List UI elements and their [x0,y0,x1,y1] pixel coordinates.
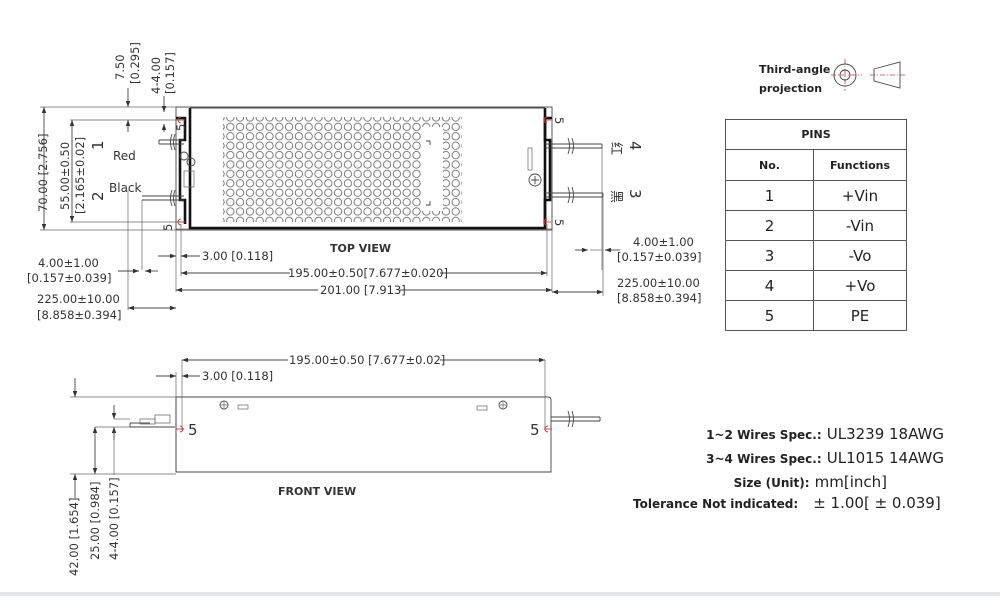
front-dim-hole: 4-4.00 [0.157] [107,477,121,560]
pin-function: -Vin [813,210,907,241]
table-row: 5 PE [725,300,907,331]
screw-icon-right [498,400,508,410]
pin-no: 2 [725,210,814,241]
pin-no: 1 [725,180,814,211]
spec-wires-12: 1~2 Wires Spec.: UL3239 18AWG [706,424,944,448]
dim-strip-right: 4.00±1.00 [633,235,694,249]
front-dim-edge-offset: 3.00 [0.118] [202,369,273,383]
dim-strip-left: 4.00±1.00 [38,256,99,270]
wire-color-red-cn-label: 红 [608,142,624,155]
projection-label-line1: Third-angle [759,63,831,76]
spec-wires-12-value: UL3239 18AWG [826,425,944,443]
wire-specs: 1~2 Wires Spec.: UL3239 18AWG 3~4 Wires … [706,424,944,496]
pin-function: -Vo [813,240,907,271]
front-dim-mount-length: 195.00±0.50 [7.677±0.02] [289,353,445,367]
pin-5-label-bl: 5 [161,224,175,231]
spec-wires-34-value: UL1015 14AWG [826,449,944,467]
pin-3-label: 3 [626,189,644,199]
pin-5-label-tr: 5 [552,117,566,124]
dim-wire-right-inch: [8.858±0.394] [617,291,701,305]
dim-mount-length: 195.00±0.50[7.677±0.020] [288,266,448,280]
top-view-title: TOP VIEW [330,242,391,255]
spec-wires-34: 3~4 Wires Spec.: UL1015 14AWG [706,448,944,472]
vent-holes-right [443,117,462,222]
pin-2-label: 2 [89,191,107,201]
pins-table-title: PINS [725,119,907,150]
projection-label: Third-angle projection [759,60,830,98]
pin-no: 4 [725,270,814,301]
wire-color-black-label: Black [109,181,142,195]
dim-strip-right-inch: [0.157±0.039] [617,250,701,264]
third-angle-projection-icon [831,59,905,91]
spec-wires-12-label: 1~2 Wires Spec.: [706,428,822,442]
top-view-vertical-dims [40,88,182,231]
pins-col-functions: Functions [813,149,907,181]
pin-5-label-br: 5 [552,219,566,226]
front-pin-5-left: 5 [188,421,198,439]
front-view: 5 5 FRONT VIEW 195.00±0.50 [7.677±0.02] [67,353,601,576]
top-view: 5 5 5 5 Red Black 1 2 红 4 黑 3 TOP VIEW [27,42,701,322]
dim-offset-top-inch: [0.295] [128,42,142,84]
dim-mount-pitch: 55.00±0.50 [58,142,72,210]
bottom-border [0,592,1000,596]
led-indicator-icon [179,151,189,161]
dim-mount-pitch-inch: [2.165±0.02] [73,137,87,214]
spec-tolerance-value: ± 1.00[ ± 0.039] [813,494,941,512]
pin-1-label: 1 [89,140,107,150]
table-row: 3 -Vo [725,240,907,271]
top-view-body-outline [175,106,553,231]
pin-function: +Vo [813,270,907,301]
dim-wire-left: 225.00±10.00 [37,292,120,306]
pin-function: +Vin [813,180,907,211]
dim-offset-top: 7.50 [113,54,127,80]
front-view-title: FRONT VIEW [278,485,356,498]
spec-wires-34-label: 3~4 Wires Spec.: [706,452,822,466]
dim-edge-offset: 3.00 [0.118] [202,249,273,263]
right-wires [545,137,604,204]
ground-screw-icon [528,173,542,187]
dim-height-total: 70.00 [2.756] [36,134,50,212]
table-row: 1 +Vin [725,180,907,211]
spec-tolerance-label: Tolerance Not indicated: [633,497,799,511]
pins-col-no: No. [725,149,814,181]
dim-wire-left-inch: [8.858±0.394] [37,308,121,322]
pin-function: PE [813,300,907,331]
spec-size-label: Size (Unit): [733,476,810,490]
front-view-dims [70,357,546,498]
pin-no: 3 [725,240,814,271]
front-pin-5-right: 5 [530,421,540,439]
top-view-frame [188,108,547,230]
table-row: 4 +Vo [725,270,907,301]
front-view-body-outline [175,396,552,473]
pin-no: 5 [725,300,814,331]
spec-size-value: mm[inch] [814,473,887,491]
left-wires [142,133,184,207]
spec-size: Size (Unit): mm[inch] [706,472,887,496]
front-dim-height-total: 42.00 [1.654] [67,498,81,576]
wire-color-black-cn-label: 黑 [608,190,623,203]
pin-4-label: 4 [626,141,644,151]
projection-label-line2: projection [759,82,823,95]
table-row: 2 -Vin [725,210,907,241]
dim-hole-inch: [0.157] [163,52,177,94]
vent-holes-left [223,117,421,222]
front-dim-hole-height: 25.00 [0.984] [88,482,102,560]
dim-hole: 4-4.00 [149,57,163,94]
pin-5-label-tl: 5 [174,124,188,131]
dim-strip-left-inch: [0.157±0.039] [27,271,111,285]
spec-tolerance: Tolerance Not indicated: ± 1.00[ ± 0.039… [633,493,941,512]
screw-icon-left [219,400,229,410]
dim-wire-right: 225.00±10.00 [617,276,700,290]
pins-table: PINS No. Functions 1 +Vin 2 -Vin 3 -Vo 4… [725,119,907,331]
wire-color-red-label: Red [113,149,136,163]
dim-length-total: 201.00 [7.913] [320,283,406,297]
